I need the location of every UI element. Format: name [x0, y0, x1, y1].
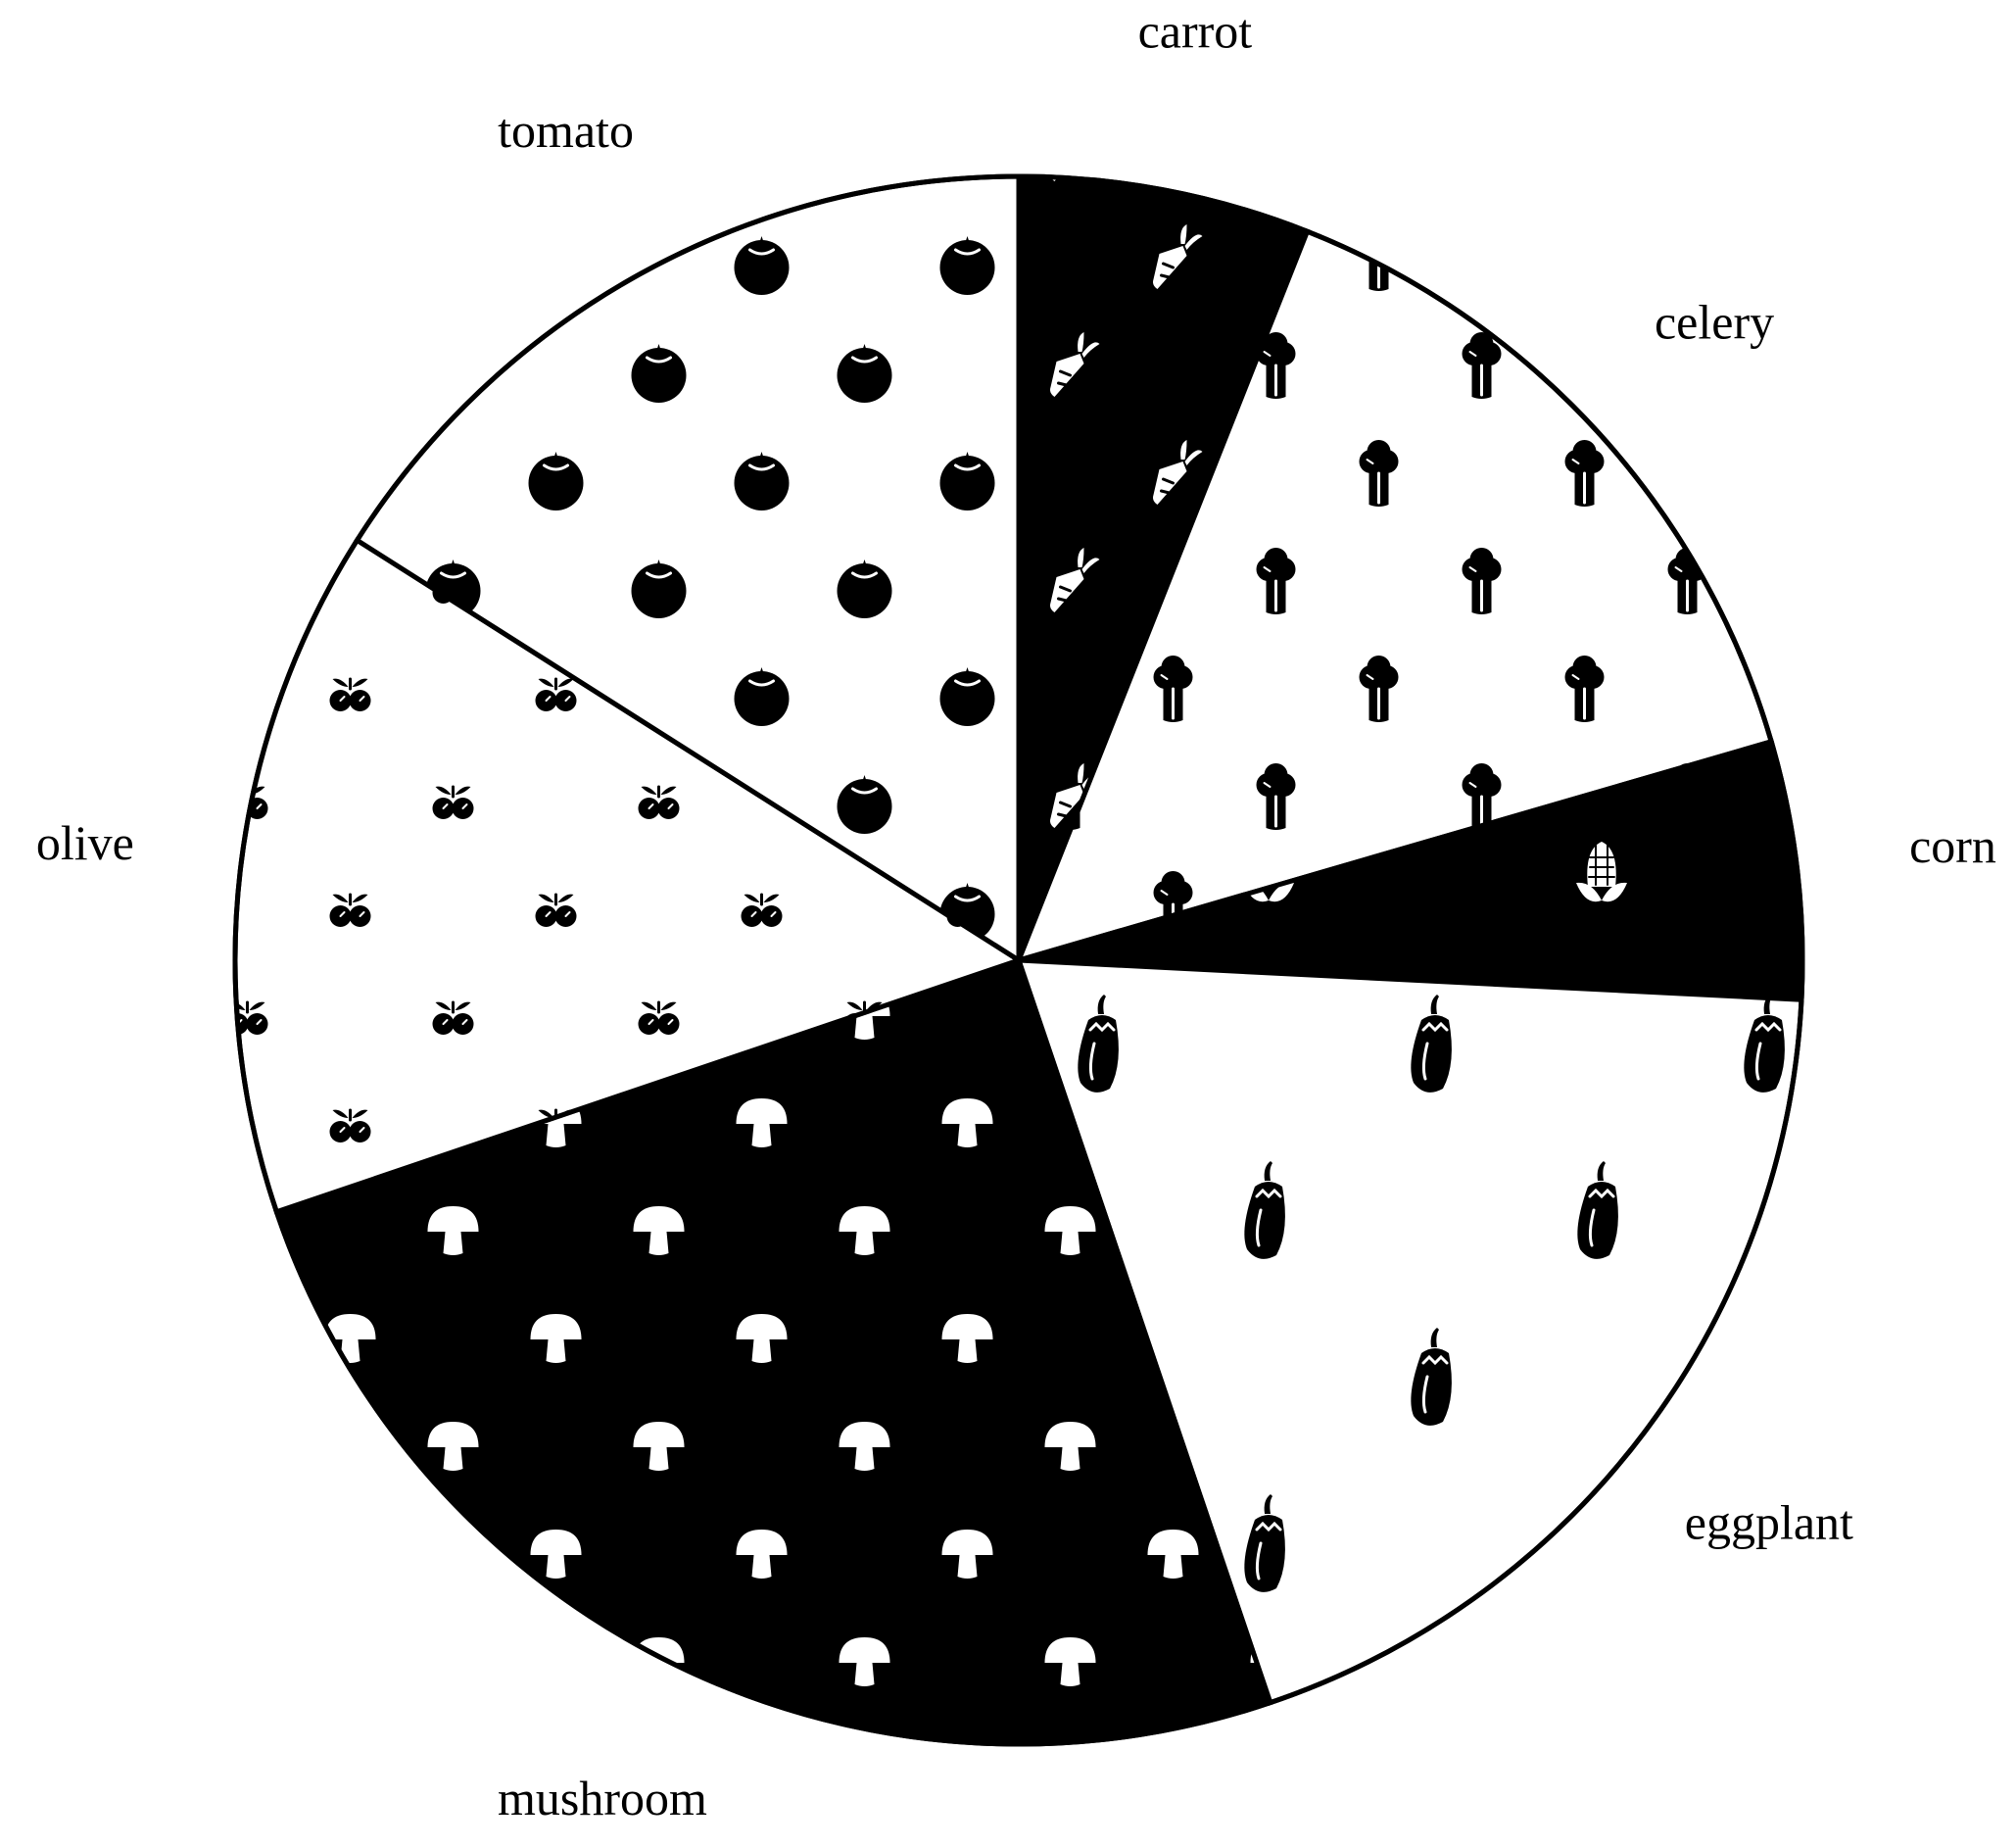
- slice-label-olive: olive: [36, 815, 134, 870]
- slice-label-eggplant: eggplant: [1685, 1494, 1853, 1549]
- slice-label-carrot: carrot: [1138, 3, 1253, 58]
- slice-label-corn: corn: [1909, 818, 1996, 873]
- pie-outline: [232, 173, 1805, 1747]
- slice-label-celery: celery: [1655, 294, 1774, 349]
- pie-slices: [232, 173, 1805, 1747]
- slice-label-tomato: tomato: [498, 103, 634, 158]
- slice-label-mushroom: mushroom: [498, 1771, 707, 1825]
- pie-labels: carrot celery corn eggplant mushroom olive tom…: [36, 3, 1996, 1825]
